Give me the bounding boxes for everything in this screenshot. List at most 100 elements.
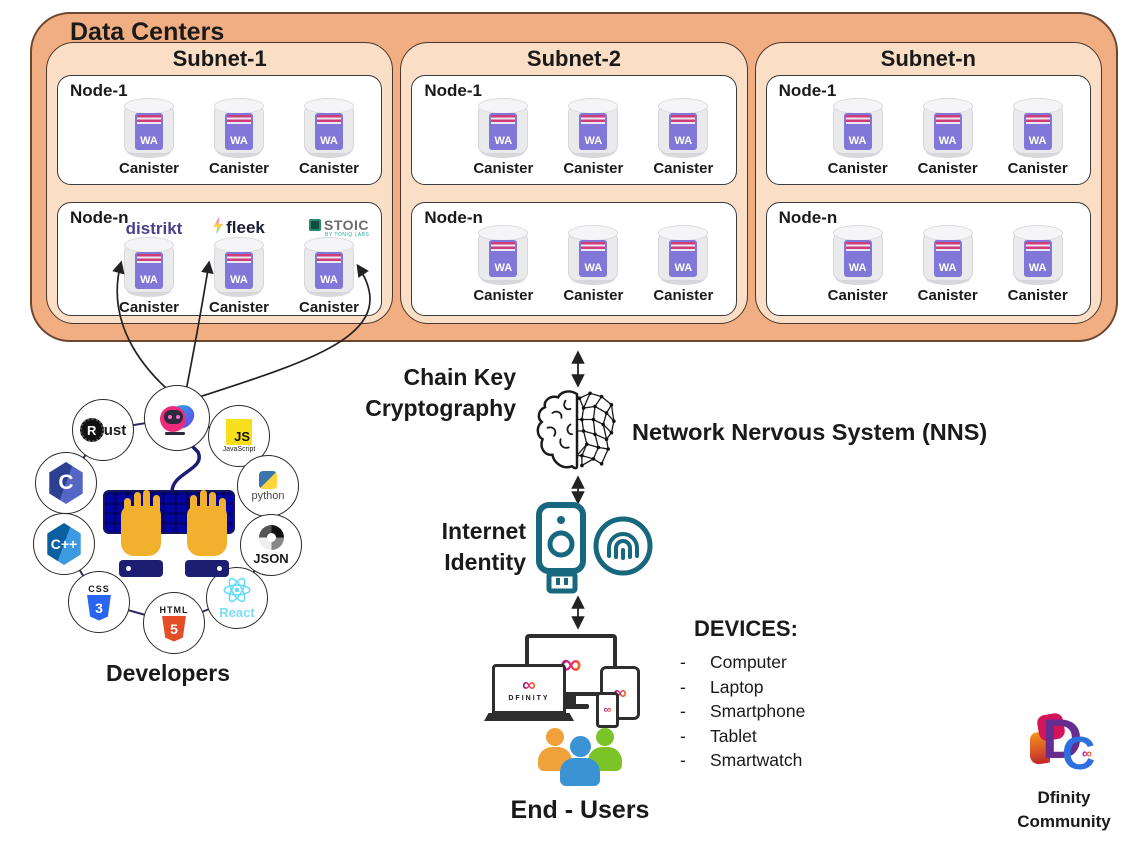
dc-logo-letter-d: D: [1042, 707, 1083, 770]
canister-cylinder: WA: [124, 237, 174, 297]
canister-cylinder: WA: [304, 98, 354, 158]
wa-label: WA: [494, 262, 513, 274]
wasm-stripes: [227, 115, 251, 124]
wa-label: WA: [584, 135, 603, 147]
device-name: Laptop: [710, 676, 764, 697]
fingerprint-icon: [593, 516, 653, 576]
canister-label: Canister: [118, 299, 180, 316]
cylinder-top: [658, 225, 709, 241]
subnet-title: Subnet-1: [172, 46, 267, 71]
wasm-module-icon: WA: [1023, 240, 1052, 277]
cylinder-top: [922, 98, 973, 114]
cylinder-top: [568, 98, 619, 114]
tech-css: CSS 3: [68, 571, 130, 633]
fleek-bolt-icon: [213, 217, 224, 239]
css-icon: 3: [87, 594, 111, 621]
wasm-stripes: [581, 242, 606, 251]
laptop-base: [484, 713, 574, 721]
dfinity-infinity-icon: ∞: [522, 675, 536, 696]
cylinder-top: [922, 225, 973, 241]
canister-cylinder: WA: [304, 237, 354, 297]
canister-label: Canister: [208, 160, 270, 177]
cylinder-top: [124, 98, 174, 114]
wa-label: WA: [230, 274, 248, 286]
wasm-module-icon: WA: [135, 113, 163, 150]
wasm-module-icon: WA: [843, 240, 872, 277]
wasm-module-icon: WA: [225, 252, 253, 289]
wasm-stripes: [317, 115, 341, 124]
wa-label: WA: [938, 135, 957, 147]
right-hand-icon: [187, 490, 227, 556]
wasm-module-icon: WA: [225, 113, 253, 150]
wa-label: WA: [848, 262, 867, 274]
dc-logo-letter-c: C: [1062, 727, 1096, 779]
canister-icon: WA Canister: [118, 237, 180, 316]
wasm-module-icon: WA: [135, 252, 163, 289]
app-name: fleek: [226, 218, 265, 237]
react-icon: [223, 577, 251, 603]
json-label: JSON: [253, 550, 289, 566]
wa-label: WA: [584, 262, 603, 274]
laptop-icon: ∞ DFINITY: [492, 664, 566, 714]
cpp-icon: C++: [47, 523, 81, 565]
wa-label: WA: [1028, 135, 1047, 147]
html-banner: HTML: [159, 604, 189, 615]
canister-cylinder: WA: [568, 98, 619, 158]
wasm-module-icon: WA: [843, 113, 872, 150]
wasm-module-icon: WA: [579, 240, 608, 277]
canister-cylinder: WA: [658, 98, 709, 158]
wasm-stripes: [671, 242, 696, 251]
wasm-stripes: [227, 254, 251, 263]
end-users-icon: [538, 724, 624, 788]
wasm-module-icon: WA: [669, 240, 698, 277]
canister-cylinder: WA: [658, 225, 709, 285]
app-subtitle: BY TONIQ LABS: [324, 232, 370, 238]
canister-label: Canister: [473, 160, 534, 177]
data-centers-title: Data Centers: [70, 18, 225, 46]
wa-label: WA: [1028, 262, 1047, 274]
list-item: -Tablet: [680, 724, 805, 749]
canister-cylinder: WA: [478, 225, 529, 285]
wasm-module-icon: WA: [489, 113, 518, 150]
app-logo-distrikt: distrikt: [126, 219, 183, 239]
wa-label: WA: [140, 274, 158, 286]
wa-label: WA: [230, 135, 248, 147]
canister-cylinder: WA: [124, 98, 174, 158]
canister-icon: WA Canister: [208, 98, 270, 177]
list-dash: -: [680, 750, 686, 770]
canister-label: Canister: [827, 160, 888, 177]
list-dash: -: [680, 701, 686, 721]
wa-label: WA: [848, 135, 867, 147]
python-icon: [259, 470, 277, 489]
canister-cylinder: WA: [832, 225, 883, 285]
canister-label: Canister: [473, 287, 534, 304]
devices-list: -Computer-Laptop-Smartphone-Tablet-Smart…: [680, 650, 805, 773]
dfinity-infinity-icon: ∞: [1082, 745, 1092, 761]
canister-cylinder: WA: [922, 98, 973, 158]
right-wrist-cuff: [185, 560, 229, 577]
wasm-stripes: [935, 115, 960, 124]
devices-cluster: ∞ ∞ ∞ DFINITY ∞: [470, 628, 660, 728]
person-icon: [560, 736, 600, 786]
canister-icon: WA Canister: [473, 225, 534, 304]
nns-brain-icon: [536, 390, 616, 470]
internet-identity-icons: [536, 502, 653, 594]
canister-cylinder: WA: [214, 237, 264, 297]
canister-cylinder: WA: [922, 225, 973, 285]
tech-html: HTML 5: [143, 592, 205, 654]
monitor-stand: [566, 696, 576, 705]
stoic-icon: [308, 219, 321, 231]
wasm-module-icon: WA: [933, 240, 962, 277]
wasm-stripes: [491, 115, 516, 124]
